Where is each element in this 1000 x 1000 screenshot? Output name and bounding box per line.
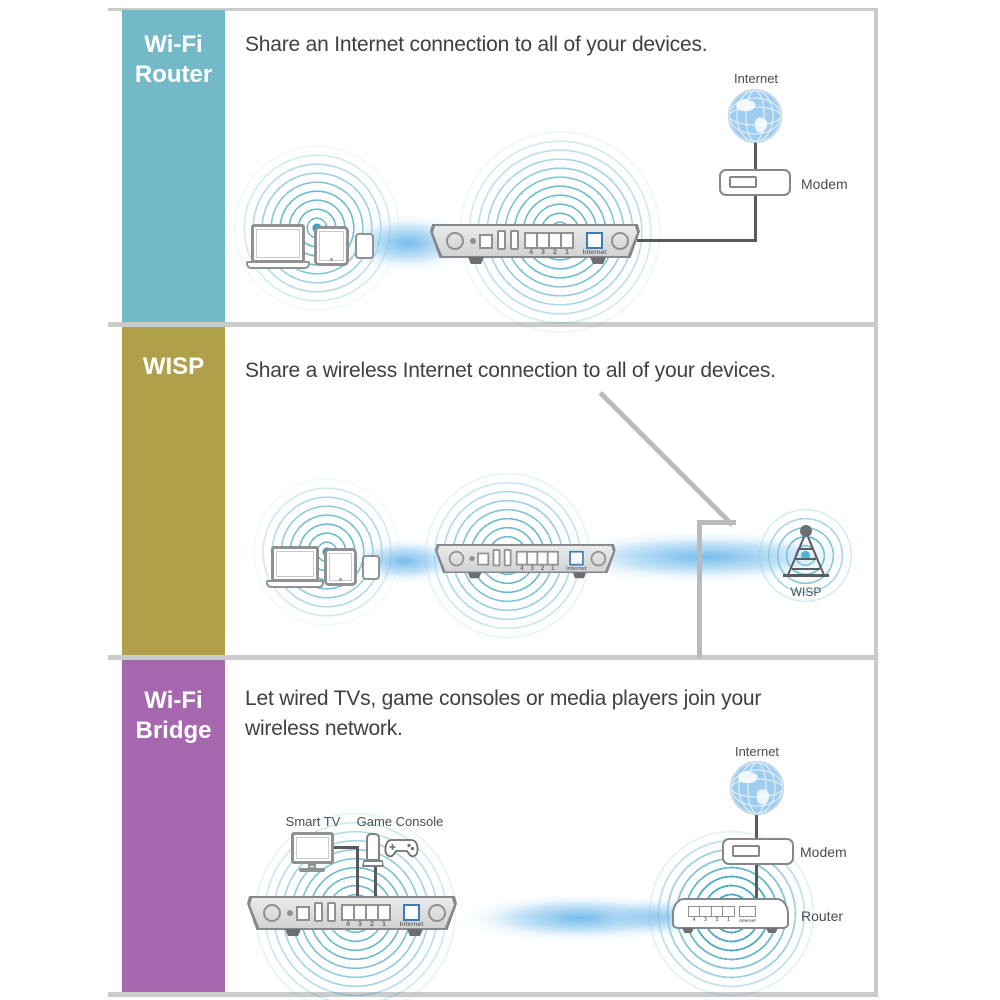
wall-step-line [699, 520, 736, 525]
internet-port: Internet [566, 550, 587, 572]
internet-label-s1: Internet [733, 71, 779, 86]
phone-icon [362, 555, 380, 580]
laptop-icon [271, 546, 319, 582]
gamepad-icon [384, 839, 419, 858]
modem-port [732, 845, 760, 857]
sidebar-label-line1: WISP [142, 353, 205, 380]
reset-button [469, 556, 475, 562]
cable-globe-modem-s1 [754, 142, 757, 170]
usb-port [492, 549, 501, 567]
game-console-icon [366, 833, 380, 861]
modem-label-s3: Modem [800, 844, 847, 860]
wisp-antenna-tower-icon [783, 525, 829, 577]
cable-tv-horizontal [333, 846, 359, 849]
sidebar-wisp: WISP [122, 327, 225, 655]
tablet-icon [324, 548, 357, 586]
router-rear-view-s3: 4 3 2 1 Internet [247, 896, 457, 936]
internet-port: Internet [739, 906, 756, 923]
usb-port [497, 230, 506, 250]
sidebar-wisp-label: WISP [122, 352, 225, 382]
tablet-icon [314, 226, 349, 266]
power-port [446, 232, 464, 250]
internet-globe-icon [728, 89, 782, 143]
antenna-port [428, 904, 446, 922]
frame-bottom-border [108, 992, 878, 997]
lan-port-1: 1 [560, 232, 574, 256]
modem-s3 [722, 838, 794, 865]
section-divider-1 [108, 322, 878, 327]
frame-right-border [874, 8, 878, 997]
sidebar-wifi-bridge-label: Wi-Fi Bridge [122, 686, 225, 746]
cable-tv-to-router [356, 846, 359, 902]
wall-roof-line [598, 391, 735, 527]
router-top-view: 4 3 2 1 Internet [672, 898, 789, 933]
sidebar-label-line2: Bridge [135, 717, 212, 744]
usb-port [503, 549, 512, 567]
power-port [448, 550, 465, 567]
wall-vertical-line [697, 520, 702, 658]
cable-modem-router-s3 [755, 864, 758, 902]
lan-ports: 4 3 2 1 [341, 904, 391, 928]
antenna-port [611, 232, 629, 250]
section2-heading: Share a wireless Internet connection to … [245, 359, 776, 382]
internet-globe-icon [730, 761, 784, 815]
cable-console-to-router [374, 866, 377, 902]
sidebar-label-line1: Wi-Fi [144, 687, 203, 714]
sidebar-label-line2: Router [134, 61, 213, 88]
section-divider-2 [108, 655, 878, 660]
cable-modem-router-s1 [637, 239, 757, 242]
internet-port: Internet [400, 904, 423, 928]
power-socket [296, 906, 310, 921]
laptop-base [266, 580, 324, 588]
reset-button [287, 910, 293, 916]
router-rear-view-s1: 4 3 2 1 Internet [430, 224, 640, 264]
frame-top-border [108, 8, 878, 11]
internet-label-s3: Internet [734, 744, 780, 759]
lan-port-1: 1 [722, 906, 735, 923]
section1-heading: Share an Internet connection to all of y… [245, 33, 708, 56]
reset-button [470, 238, 476, 244]
modem-label-s1: Modem [801, 176, 848, 192]
section3-heading: Let wired TVs, game consoles or media pl… [245, 687, 762, 740]
lan-ports: 4 3 2 1 [515, 550, 559, 572]
cable-globe-modem-s3 [755, 815, 758, 839]
modem-port [729, 176, 757, 188]
internet-port: Internet [583, 232, 606, 256]
lan-ports: 4 3 2 1 [524, 232, 574, 256]
modem-s1 [719, 169, 791, 196]
sidebar-label-line1: Wi-Fi [144, 31, 203, 58]
power-port [263, 904, 281, 922]
lan-port-1: 1 [546, 550, 559, 572]
laptop-base [246, 261, 310, 269]
usb-port [314, 902, 323, 922]
sidebar-wifi-router-label: Wi-Fi Router [122, 30, 225, 90]
sidebar-wifi-bridge: Wi-Fi Bridge [122, 660, 225, 992]
sidebar-wifi-router: Wi-Fi Router [122, 10, 225, 322]
phone-icon [355, 233, 374, 259]
lan-ports: 4 3 2 1 Internet [687, 906, 756, 923]
usb-port [327, 902, 336, 922]
power-socket [477, 552, 490, 566]
smart-tv-icon [291, 832, 334, 864]
cable-modem-down-s1 [754, 196, 757, 241]
laptop-icon [251, 224, 305, 263]
antenna-port [590, 550, 607, 567]
usb-port [510, 230, 519, 250]
power-socket [479, 234, 493, 249]
lan-port-1: 1 [377, 904, 391, 928]
